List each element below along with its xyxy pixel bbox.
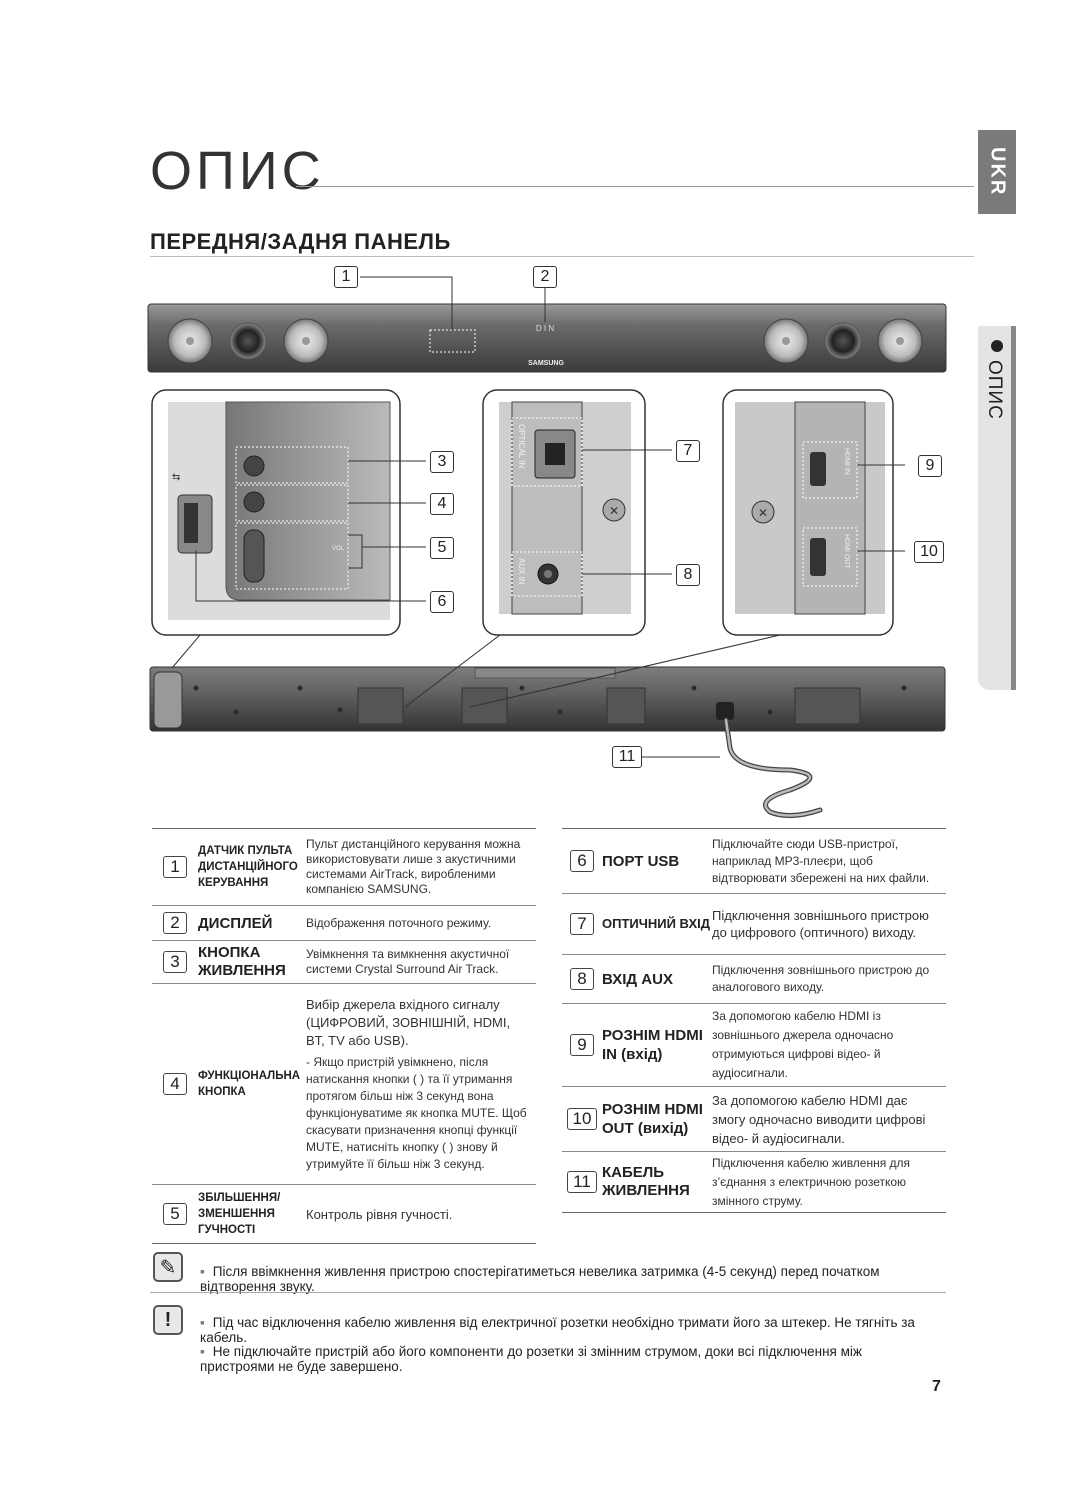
aux-in-label: AUX IN bbox=[517, 558, 526, 585]
language-tab: UKR bbox=[978, 130, 1016, 214]
callout-8: 8 bbox=[676, 564, 700, 586]
divider bbox=[150, 1292, 946, 1293]
note-pencil-icon: ✎ bbox=[153, 1252, 183, 1282]
callout-9: 9 bbox=[918, 455, 942, 477]
table-row: 3 КНОПКА ЖИВЛЕННЯ Увімкнення та вимкненн… bbox=[152, 941, 536, 984]
hdmi-out-label: HDMI OUT bbox=[843, 534, 850, 569]
callout-6: 6 bbox=[430, 591, 454, 613]
panel-diagram: D I N SAMSUNG ⇆ VOL ✕ OPTICAL IN AUX IN … bbox=[147, 276, 947, 818]
page-number: 7 bbox=[932, 1378, 941, 1395]
row-desc: Пульт дистанційного керування можна вико… bbox=[306, 837, 521, 896]
section-rule bbox=[150, 256, 974, 257]
callout-7: 7 bbox=[676, 440, 700, 462]
callout-11: 11 bbox=[612, 746, 642, 768]
callout-10: 10 bbox=[914, 541, 944, 563]
svg-text:✕: ✕ bbox=[758, 506, 768, 520]
table-row: 5 ЗБІЛЬШЕННЯ/ ЗМЕНШЕННЯ ГУЧНОСТІ Контрол… bbox=[152, 1185, 536, 1244]
display-text: D I N bbox=[536, 324, 554, 333]
svg-text:⇆: ⇆ bbox=[172, 472, 180, 483]
table-row: 1 ДАТЧИК ПУЛЬТА ДИСТАНЦІЙНОГО КЕРУВАННЯ … bbox=[152, 829, 536, 906]
optical-in-label: OPTICAL IN bbox=[517, 424, 526, 468]
callout-4: 4 bbox=[430, 493, 454, 515]
callout-1: 1 bbox=[334, 266, 358, 288]
bullet-icon bbox=[991, 340, 1003, 352]
hdmi-in-label: HDMI IN bbox=[843, 448, 850, 475]
right-table: 6 ПОРТ USB Підключайте сюди USB-пристрої… bbox=[562, 828, 946, 1213]
table-row: 7 ОПТИЧНИЙ ВХІД Підключення зовнішнього … bbox=[562, 894, 946, 955]
table-row: 6 ПОРТ USB Підключайте сюди USB-пристрої… bbox=[562, 829, 946, 894]
svg-text:✕: ✕ bbox=[609, 504, 619, 518]
callout-2: 2 bbox=[533, 266, 557, 288]
table-row: 2 ДИСПЛЕЙ Відображення поточного режиму. bbox=[152, 906, 536, 941]
table-row: 4 ФУНКЦІОНАЛЬНА КНОПКА Вибір джерела вхі… bbox=[152, 984, 536, 1185]
page-title: ОПИС bbox=[150, 141, 325, 201]
brand-logo: SAMSUNG bbox=[528, 360, 564, 367]
section-title: ПЕРЕДНЯ/ЗАДНЯ ПАНЕЛЬ bbox=[150, 229, 451, 254]
title-rule bbox=[296, 186, 974, 187]
caution-item: ▪Не підключайте пристрій або його компон… bbox=[200, 1344, 862, 1374]
note-item: ▪Після ввімкнення живлення пристрою спос… bbox=[200, 1264, 880, 1294]
vol-label: VOL bbox=[332, 546, 345, 552]
callout-3: 3 bbox=[430, 451, 454, 473]
caution-icon: ! bbox=[153, 1305, 183, 1335]
chapter-side-tab: ОПИС bbox=[978, 326, 1016, 690]
callout-5: 5 bbox=[430, 537, 454, 559]
row-label: ДАТЧИК ПУЛЬТА ДИСТАНЦІЙНОГО КЕРУВАННЯ bbox=[198, 845, 298, 889]
row-number: 1 bbox=[163, 856, 187, 878]
table-row: 9 РОЗНІМ HDMI IN (вхід) За допомогою каб… bbox=[562, 1004, 946, 1087]
table-row: 11 КАБЕЛЬ ЖИВЛЕННЯ Підключення кабелю жи… bbox=[562, 1152, 946, 1213]
caution-item: ▪Під час відключення кабелю живлення від… bbox=[200, 1315, 915, 1345]
table-row: 8 ВХІД AUX Підключення зовнішнього прист… bbox=[562, 955, 946, 1004]
table-row: 10 РОЗНІМ HDMI OUT (вихід) За допомогою … bbox=[562, 1087, 946, 1152]
left-table: 1 ДАТЧИК ПУЛЬТА ДИСТАНЦІЙНОГО КЕРУВАННЯ … bbox=[152, 828, 536, 1244]
